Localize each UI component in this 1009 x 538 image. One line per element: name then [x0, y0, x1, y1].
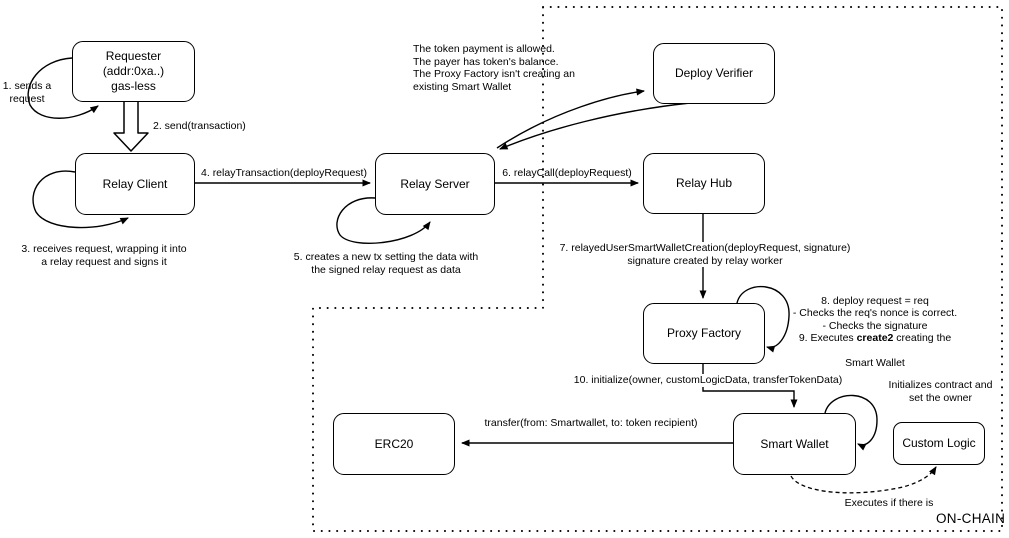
label-step2: 2. send(transaction): [153, 120, 246, 132]
loop-smart-wallet-initialize: [824, 394, 878, 451]
label-step9-create2: create2: [856, 332, 894, 344]
label-step5: 5. creates a new tx setting the data wit…: [293, 251, 479, 276]
label-step10: 10. initialize(owner, customLogicData, t…: [558, 374, 858, 387]
arrow-deploy-verifier-to-relay-server: [499, 102, 691, 150]
on-chain-boundary: [312, 6, 1003, 532]
node-proxy-factory: Proxy Factory: [643, 303, 765, 364]
node-relay-hub-label: Relay Hub: [675, 176, 733, 190]
node-relay-hub: Relay Hub: [643, 153, 765, 214]
label-step6: 6. relayCall(deployRequest): [502, 167, 632, 179]
node-relay-server-label: Relay Server: [400, 176, 470, 191]
note-executes-if-there-is: Executes if there is: [844, 497, 934, 509]
send-transaction-block-arrow: [113, 99, 149, 152]
node-relay-client-label: Relay Client: [102, 176, 168, 191]
loop-requester-sends-request: [27, 57, 99, 119]
label-transfer: transfer(from: Smartwallet, to: token re…: [484, 417, 698, 429]
label-step8-9: 8. deploy request = req - Checks the req…: [788, 282, 962, 382]
arrow-relay-server-to-deploy-verifier: [496, 88, 645, 149]
node-proxy-factory-label: Proxy Factory: [666, 326, 741, 340]
label-step9-prefix: 9. Executes: [798, 332, 857, 344]
label-step1: 1. sends a request: [2, 80, 52, 105]
node-smart-wallet: Smart Wallet: [733, 413, 856, 475]
label-step7: 7. relayedUserSmartWalletCreation(deploy…: [545, 242, 865, 267]
label-step9-line1: 9. Executes create2 creating the: [788, 332, 962, 345]
node-smart-wallet-label: Smart Wallet: [760, 436, 829, 451]
node-relay-server: Relay Server: [375, 153, 495, 215]
node-custom-logic-label: Custom Logic: [902, 436, 976, 450]
node-erc20-label: ERC20: [374, 436, 414, 451]
label-step4: 4. relayTransaction(deployRequest): [201, 167, 367, 179]
label-step8-lines: 8. deploy request = req - Checks the req…: [792, 294, 958, 332]
node-deploy-verifier: Deploy Verifier: [653, 43, 775, 104]
label-step3: 3. receives request, wrapping it into a …: [21, 243, 187, 268]
node-custom-logic: Custom Logic: [893, 422, 985, 465]
node-requester: Requester (addr:0xa..) gas-less: [72, 41, 195, 102]
loop-relay-client-wraps-request: [32, 170, 129, 229]
loop-proxy-factory-checks: [736, 285, 790, 353]
label-on-chain: ON-CHAIN: [936, 511, 1006, 526]
label-step9-suffix: creating the: [893, 332, 952, 344]
node-relay-client: Relay Client: [75, 153, 195, 215]
note-verifier-checks: The token payment is allowed. The payer …: [413, 43, 575, 93]
label-step9-line2: Smart Wallet: [845, 357, 905, 369]
node-deploy-verifier-label: Deploy Verifier: [674, 66, 754, 80]
node-requester-label: Requester (addr:0xa..) gas-less: [102, 49, 165, 93]
note-custom-logic-init: Initializes contract and set the owner: [888, 379, 993, 404]
loop-relay-server-creates-tx: [336, 197, 431, 244]
node-erc20: ERC20: [333, 413, 455, 475]
